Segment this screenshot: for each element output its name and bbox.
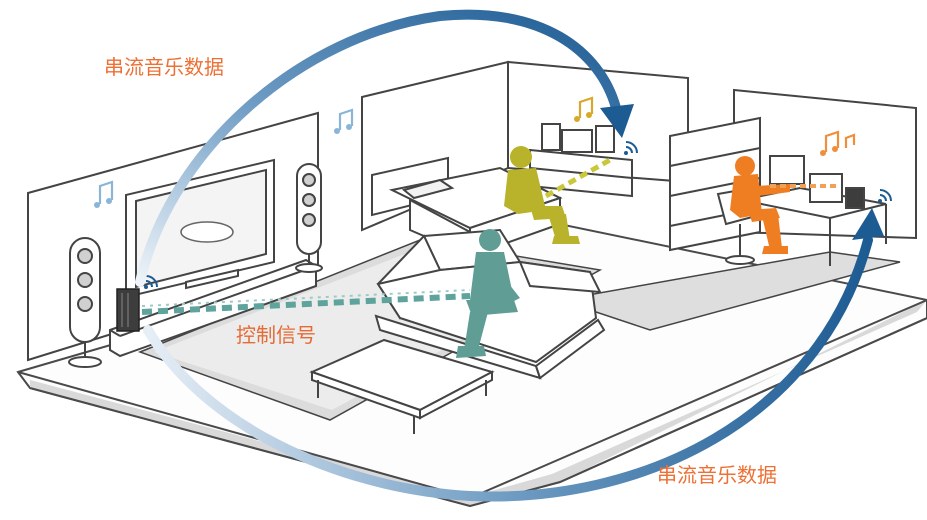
stream-arrow-top (135, 9, 634, 287)
tv-logo (180, 221, 234, 243)
stream-label-top: 串流音乐数据 (104, 55, 224, 79)
control-signal (141, 157, 840, 315)
music-note-icon (94, 96, 856, 208)
left-speaker (68, 237, 102, 368)
person-bed (504, 146, 580, 244)
coffee-table (309, 338, 495, 434)
right-speaker (295, 163, 323, 273)
wifi-icon (144, 141, 892, 289)
stream-arrow-bottom (143, 208, 884, 502)
person-study (730, 156, 790, 254)
control-signal-label: 控制信号 (236, 323, 316, 347)
person-sofa (456, 229, 520, 358)
stream-label-bottom: 串流音乐数据 (657, 463, 777, 487)
receiver-device (116, 288, 140, 332)
